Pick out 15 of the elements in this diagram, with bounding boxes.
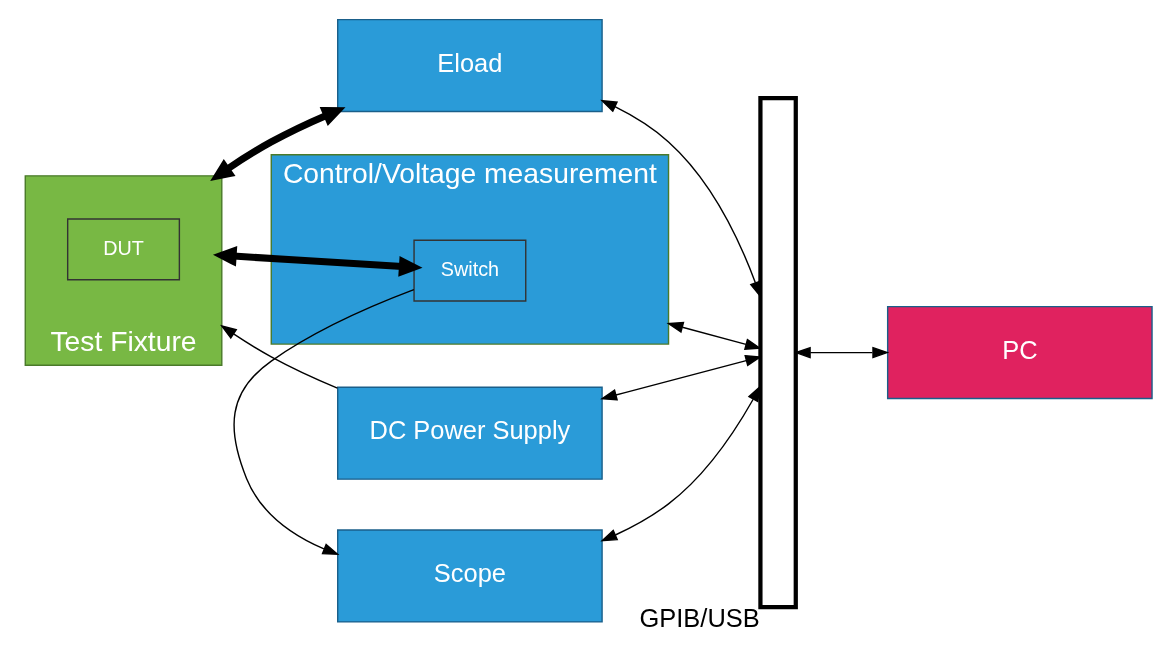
arrow — [600, 384, 762, 542]
node-box: DUT — [67, 218, 181, 281]
arrow — [600, 99, 762, 299]
node-box: PC — [886, 305, 1153, 400]
node-box: Eload — [337, 18, 603, 113]
node-box: Switch — [413, 239, 527, 302]
node-label: GPIB/USB — [639, 604, 760, 633]
node-box: Scope — [337, 529, 603, 623]
node-box: DC Power Supply — [337, 386, 603, 480]
arrow — [220, 324, 339, 389]
arrow — [666, 321, 762, 350]
arrow — [213, 245, 423, 277]
arrow — [210, 106, 346, 181]
arrow — [233, 288, 415, 556]
node-bar — [758, 96, 798, 610]
